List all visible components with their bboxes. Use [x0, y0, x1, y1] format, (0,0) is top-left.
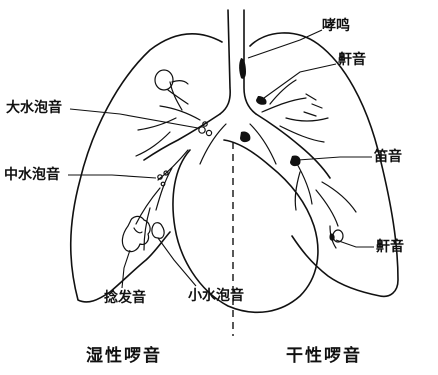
- blob-right-mid: [290, 155, 301, 166]
- blob-hilum-center: [240, 131, 250, 142]
- left-alveolar-sac: [155, 70, 173, 90]
- medium-bubble-3: [161, 182, 165, 186]
- label-sibilant-top-right: 鼾音: [338, 52, 366, 68]
- leader-sibilant-bottom-right: [336, 240, 374, 247]
- right-upper-branches: [262, 80, 328, 142]
- trachea: [220, 10, 256, 114]
- blob-right-lower: [329, 233, 334, 240]
- caption-dry-rales: 干性啰音: [286, 346, 362, 366]
- label-sibilant-right: 笛音: [374, 149, 402, 165]
- right-accent-strokes: [304, 94, 322, 116]
- leader-wheeze-top: [248, 30, 322, 58]
- leader-sibilant-top-right: [264, 64, 336, 98]
- left-lung-outline: [71, 34, 222, 302]
- label-wheeze-top: 哮鸣: [322, 18, 350, 34]
- leader-sibilant-right: [298, 157, 372, 160]
- small-crackle-cluster: [152, 223, 164, 239]
- blob-wheeze-trachea: [239, 58, 246, 79]
- label-coarse-crackles: 大水泡音: [6, 100, 62, 116]
- coarse-bubble-1: [199, 127, 205, 133]
- leader-fine-crackles: [122, 250, 130, 288]
- fine-crackle-cluster: [122, 216, 150, 251]
- label-fine-hair-crackles: 捻发音: [104, 290, 146, 306]
- coarse-bubble-2: [206, 130, 211, 135]
- label-sibilant-bottom-right: 鼾音: [376, 239, 404, 255]
- label-medium-crackles: 中水泡音: [4, 167, 60, 183]
- caption-wet-rales: 湿性啰音: [86, 346, 162, 366]
- label-small-crackles: 小水泡音: [188, 288, 244, 304]
- leader-small-crackles: [158, 238, 196, 286]
- leader-coarse-crackles: [70, 109, 198, 128]
